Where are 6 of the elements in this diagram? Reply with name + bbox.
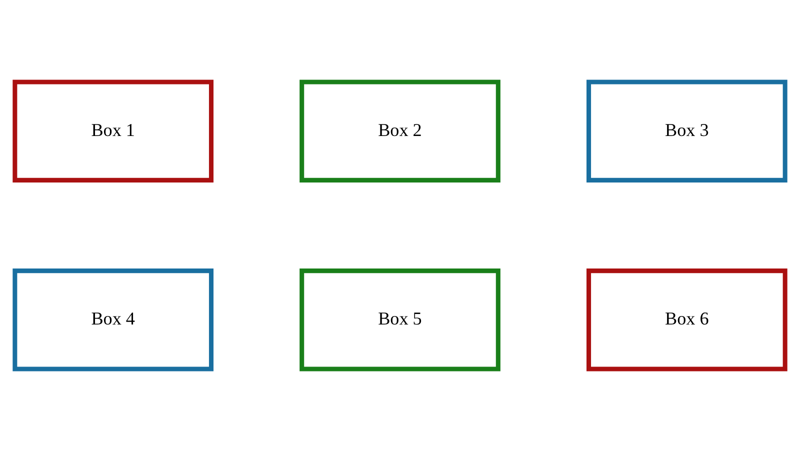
node-box: Box 2 bbox=[300, 79, 500, 182]
node-box: Box 6 bbox=[586, 268, 788, 371]
node-box: Box 5 bbox=[300, 268, 500, 371]
node-box: Box 1 bbox=[12, 79, 214, 182]
node-box: Box 3 bbox=[586, 79, 788, 182]
node-box: Box 4 bbox=[12, 268, 214, 371]
